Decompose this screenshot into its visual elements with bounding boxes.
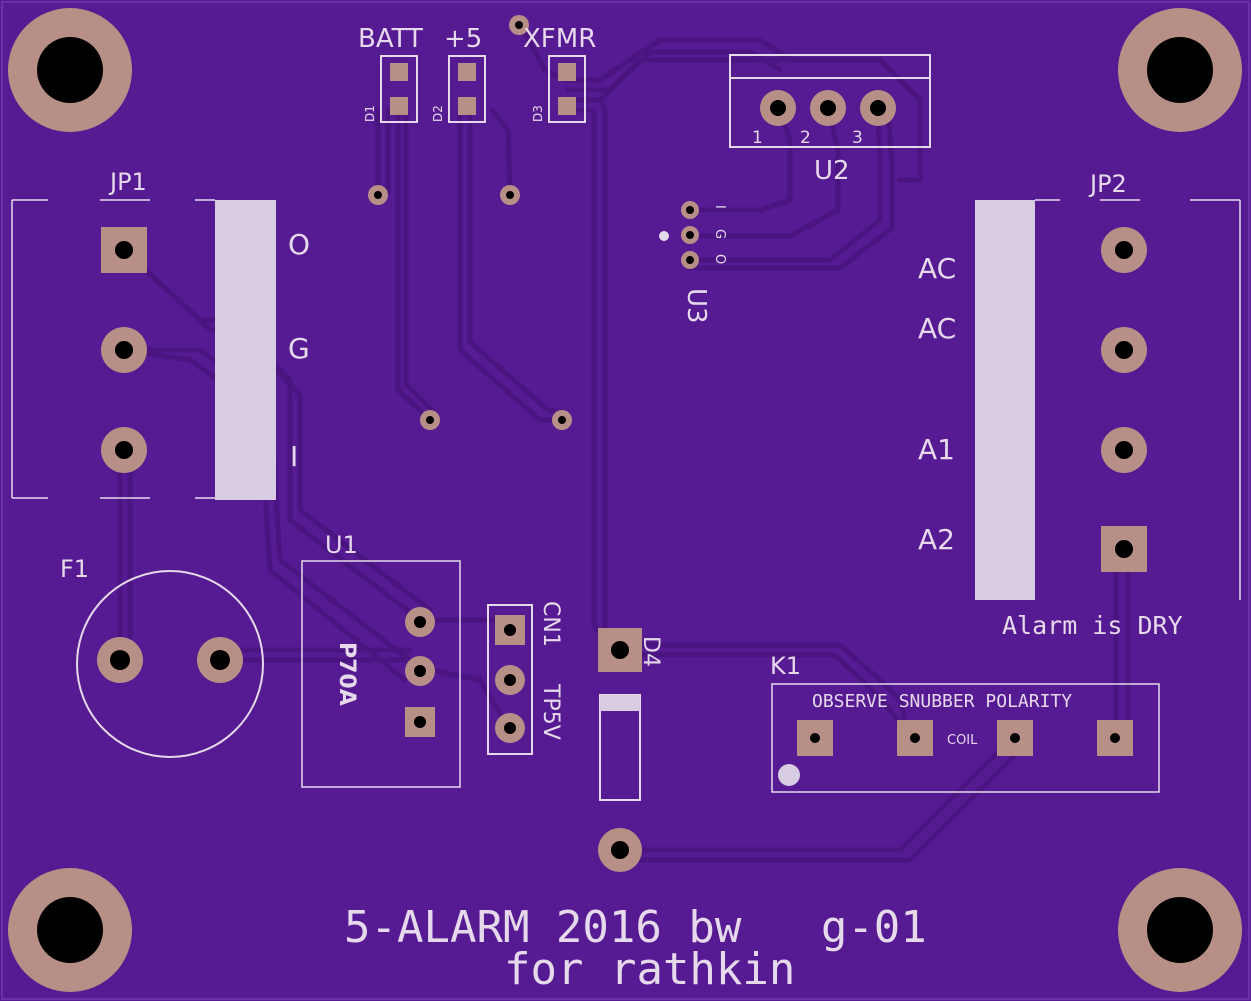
jp2-label-a1: A1: [918, 433, 955, 466]
f1-pin2: [197, 637, 243, 683]
vias: [368, 15, 572, 430]
trace-u2-u3-o: [687, 105, 883, 263]
trace-u2-u3-g: [687, 105, 841, 239]
trace-d1-down: [395, 107, 433, 423]
u3-pin-g: [681, 226, 699, 244]
label-d3: D3: [531, 105, 545, 122]
connector-cn1: CN1 TP5V: [487, 601, 563, 755]
u1-ref: U1: [325, 531, 358, 559]
cn1-pin2: [495, 665, 525, 695]
connector-jp2: JP2 AC AC A1 A2 Alarm is DRY: [918, 170, 1241, 640]
header-d3: D3: [531, 55, 586, 123]
mounting-hole-bl: [8, 868, 132, 992]
label-d2: D2: [431, 105, 445, 122]
u3-pin-i: [681, 201, 699, 219]
jp2-label-ac2: AC: [918, 312, 956, 345]
label-xfmr: XFMR: [523, 24, 596, 54]
mounting-hole-tl: [8, 8, 132, 132]
jp2-note: Alarm is DRY: [1002, 611, 1183, 640]
jp2-ref: JP2: [1088, 170, 1127, 198]
f1-pin1: [97, 637, 143, 683]
jp1-label-o: O: [288, 228, 310, 261]
label-batt: BATT: [358, 24, 423, 54]
u1-pin1: [405, 607, 435, 637]
u2-pin3: [860, 90, 896, 126]
jp2-label-a2: A2: [918, 523, 955, 556]
trace-d4-k1: [617, 642, 913, 743]
u3-ref: U3: [681, 288, 711, 324]
jp1-pin3: [101, 427, 147, 473]
via: [500, 185, 520, 205]
mounting-hole-tr: [1118, 8, 1242, 132]
u2-ref: U2: [814, 156, 850, 186]
jp1-ref: JP1: [108, 168, 147, 196]
label-d1: D1: [363, 105, 377, 122]
via: [420, 410, 440, 430]
component-u3: I G O U3: [659, 201, 727, 324]
via: [552, 410, 572, 430]
via: [509, 15, 529, 35]
u1-pin2: [405, 656, 435, 686]
cn1-ref: CN1: [538, 601, 563, 647]
jp1-silk-block: [215, 200, 276, 500]
footer-line2: for rathkin: [504, 944, 795, 995]
k1-ref: K1: [770, 652, 801, 680]
jp2-pin3: [1101, 427, 1147, 473]
trace-d2-via: [489, 107, 513, 198]
trace-u2-loop: [597, 57, 923, 183]
d4-pad-round: [598, 828, 642, 872]
mounting-holes: [8, 8, 1242, 992]
component-u1: U1 P70A: [301, 531, 461, 788]
f1-ref: F1: [60, 555, 89, 583]
u3-pin-i-label: I: [712, 205, 727, 209]
u2-pin1: [760, 90, 796, 126]
u2-pin2-label: 2: [800, 128, 811, 148]
connector-jp1: JP1 O G I: [11, 168, 310, 500]
trace-d1-down-b: [403, 107, 439, 417]
d4-cathode-band: [600, 695, 640, 711]
k1-note: OBSERVE SNUBBER POLARITY: [812, 691, 1072, 712]
u2-pin1-label: 1: [752, 128, 763, 148]
u3-pin-o: [681, 251, 699, 269]
footer-line1: 5-ALARM 2016 bw g-01: [344, 902, 927, 953]
cn1-pin3: [495, 713, 525, 743]
header-d2: D2: [431, 55, 486, 123]
jp1-label-i: I: [290, 440, 298, 473]
header-d1: D1: [363, 55, 418, 123]
trace-d2-down: [457, 107, 563, 423]
k1-coil-label: COIL: [947, 733, 978, 748]
d4-ref: D4: [638, 636, 663, 667]
trace-u2-u3-i: [687, 105, 793, 213]
relay-k1: K1 OBSERVE SNUBBER POLARITY COIL: [770, 652, 1160, 793]
jp2-pin2: [1101, 327, 1147, 373]
label-plus5: +5: [444, 24, 482, 54]
fuse-f1: F1: [60, 555, 264, 758]
jp1-pin2: [101, 327, 147, 373]
trace-d2-down-b: [467, 107, 565, 415]
via: [368, 185, 388, 205]
trace-u1-cn1-b: [417, 665, 513, 733]
cn1-note: TP5V: [538, 683, 563, 740]
jp2-label-ac1: AC: [918, 252, 956, 285]
led-headers: BATT +5 XFMR D1 D2 D3: [358, 24, 596, 123]
u3-pin-g-label: G: [712, 229, 727, 239]
u2-pin2: [810, 90, 846, 126]
component-u2: 1 2 3 U2: [729, 54, 931, 186]
jp1-label-g: G: [288, 332, 310, 365]
trace-d4b-coil: [617, 737, 1013, 853]
jp2-pin1: [1101, 227, 1147, 273]
trace-xfmr-top: [517, 22, 793, 83]
trace-d4b-coil-b: [617, 747, 1023, 863]
mounting-hole-br: [1118, 868, 1242, 992]
u2-pin3-label: 3: [852, 128, 863, 148]
u1-part: P70A: [334, 642, 359, 706]
k1-pin1-marker: [778, 764, 800, 786]
diode-d4: D4: [598, 628, 663, 872]
copper-traces: [117, 22, 1131, 863]
jp2-silk-block: [975, 200, 1035, 600]
u3-pin-o-label: O: [712, 254, 727, 264]
